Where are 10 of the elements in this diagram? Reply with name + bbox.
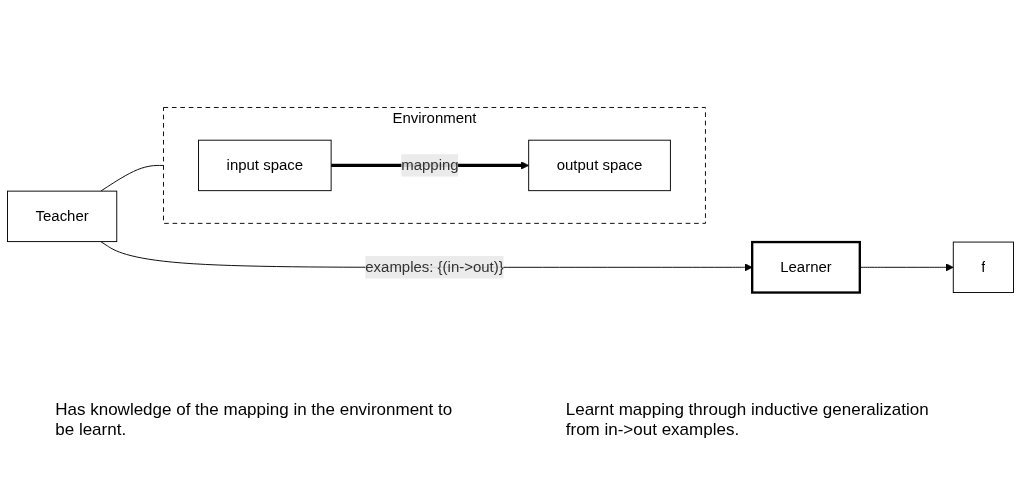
connector — [100, 164, 164, 192]
note: Learnt mapping through inductive generalization from in->out examples. — [565, 400, 930, 440]
node-box: Teacher — [7, 190, 118, 243]
node-box: Learner — [751, 240, 861, 294]
node-box: input space — [198, 139, 332, 192]
note: Has knowledge of the mapping in the environment to be learnt. — [55, 400, 454, 440]
node-box: output space — [528, 139, 671, 192]
node-box: f — [952, 241, 1014, 293]
edge-label: mapping — [401, 157, 459, 173]
edge-label: examples: {(in->out)} — [365, 258, 504, 275]
